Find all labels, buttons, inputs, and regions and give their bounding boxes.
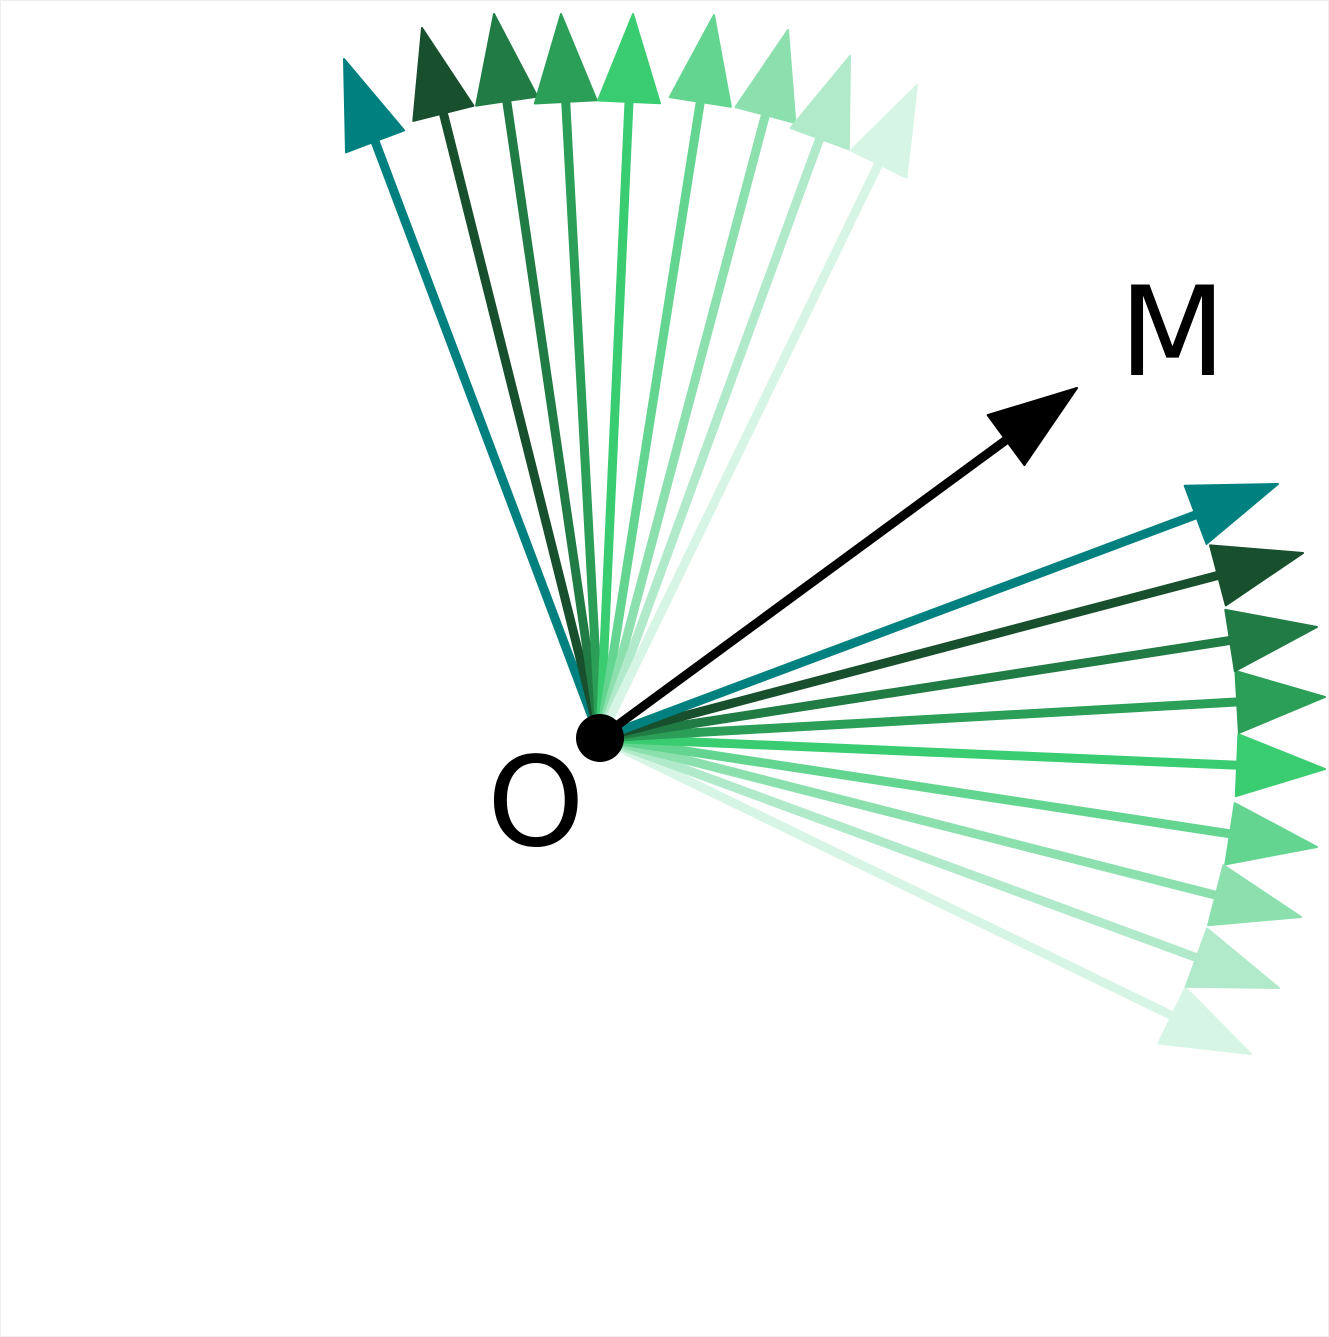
upper-fan-vector-8-arrowhead <box>789 55 851 151</box>
lower-fan-vector-4 <box>595 670 1326 743</box>
upper-fan-vector-8 <box>595 55 851 743</box>
lower-fan-vector-3-shaft <box>595 634 1245 743</box>
upper-fan-vector-2 <box>412 27 605 743</box>
lower-fan-vector-1-arrowhead <box>1183 483 1279 545</box>
upper-fan-vector-7 <box>595 29 797 743</box>
vector-m <box>595 387 1078 743</box>
upper-fan-vector-2-shaft <box>436 99 605 743</box>
upper-fan-vector-1-arrowhead <box>343 58 406 154</box>
lower-fan-vector-6-shaft <box>595 733 1245 840</box>
upper-fan-vector-9-arrowhead <box>849 84 918 179</box>
lower-fan-vector-5-shaft <box>595 733 1252 771</box>
upper-fan-vector-6 <box>595 14 732 743</box>
lower-fan-vector-7-shaft <box>595 733 1230 903</box>
lower-fan-vector-3 <box>595 608 1318 743</box>
upper-fan-vectors <box>343 13 918 743</box>
lower-fan-vector-8-shaft <box>595 733 1211 966</box>
upper-fan-vector-4-arrowhead <box>533 13 598 105</box>
lower-fan-vectors <box>595 483 1326 1055</box>
origin-point <box>576 714 624 762</box>
vector-m-arrow-shaft <box>595 429 1019 743</box>
upper-fan-vector-5-shaft <box>595 87 634 743</box>
vector-m-arrow <box>595 387 1078 743</box>
upper-fan-vector-5-arrowhead <box>597 13 661 105</box>
lower-fan-vector-6 <box>595 733 1318 866</box>
upper-fan-vector-8-shaft <box>595 124 828 743</box>
lower-fan-vector-9 <box>595 733 1252 1055</box>
upper-fan-vector-7-arrowhead <box>734 29 797 124</box>
vector-m-arrow-arrowhead <box>986 387 1078 467</box>
upper-fan-vector-4 <box>533 13 605 743</box>
upper-fan-vector-6-arrowhead <box>668 14 732 108</box>
upper-fan-vector-9 <box>595 84 918 743</box>
lower-fan-vector-2-arrowhead <box>1209 544 1304 607</box>
upper-fan-vector-1 <box>343 58 605 743</box>
lower-fan-vector-2-shaft <box>595 568 1233 743</box>
upper-fan-vector-3-shaft <box>500 86 605 743</box>
lower-fan-vector-8-arrowhead <box>1184 927 1280 989</box>
lower-fan-vector-9-arrowhead <box>1157 986 1252 1055</box>
upper-fan-vector-3-arrowhead <box>475 13 539 107</box>
lower-fan-vector-9-shaft <box>595 733 1186 1025</box>
lower-fan-vector-7 <box>595 733 1302 927</box>
upper-fan-vector-5 <box>595 13 661 743</box>
origin-label: O <box>487 731 585 875</box>
lower-fan-vector-1-shaft <box>595 506 1210 743</box>
lower-fan-vector-3-arrowhead <box>1224 608 1318 673</box>
upper-fan-vector-1-shaft <box>367 127 605 743</box>
lower-fan-vector-6-arrowhead <box>1224 802 1318 866</box>
lower-fan-vector-2 <box>595 544 1304 743</box>
upper-fan-vector-2-arrowhead <box>412 27 475 122</box>
lower-fan-vector-4-shaft <box>595 696 1252 743</box>
lower-fan-vector-5 <box>595 733 1326 798</box>
lower-fan-vector-4-arrowhead <box>1234 670 1326 734</box>
lower-fan-vector-8 <box>595 733 1280 989</box>
upper-fan-vector-9-shaft <box>595 150 888 743</box>
lower-fan-vector-5-arrowhead <box>1234 733 1326 798</box>
lower-fan-vector-1 <box>595 483 1279 743</box>
upper-fan-vector-4-shaft <box>560 87 605 743</box>
upper-fan-vector-3 <box>475 13 605 743</box>
vector-m-label: M <box>1119 261 1226 405</box>
upper-fan-vector-6-shaft <box>595 87 707 743</box>
lower-fan-vector-7-arrowhead <box>1207 864 1302 927</box>
upper-fan-vector-7-shaft <box>595 100 773 743</box>
